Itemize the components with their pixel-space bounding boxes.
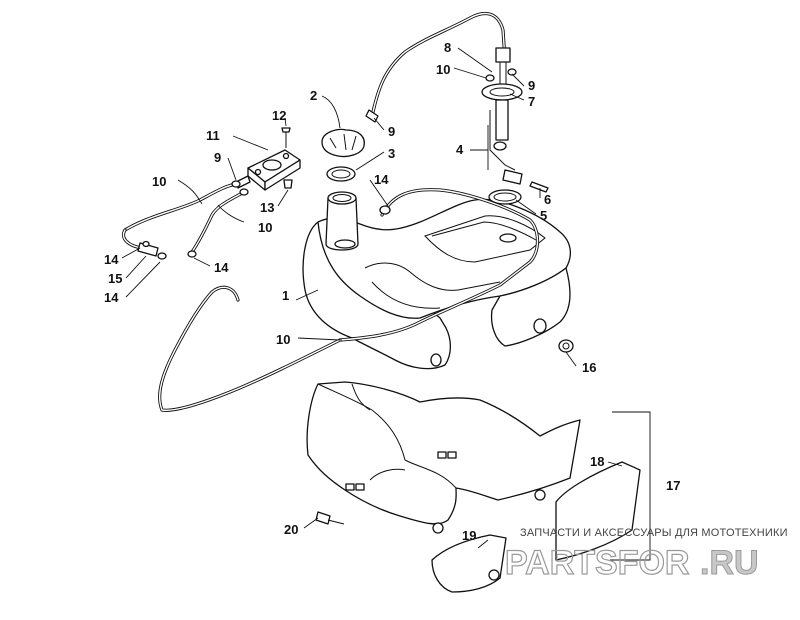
leader-lines — [121, 47, 623, 549]
watermark-logo-suffix: .RU — [700, 544, 759, 582]
grommet-16 — [558, 339, 574, 353]
vent-hose-upper — [371, 11, 507, 114]
callout-16: 16 — [582, 360, 596, 375]
screw-12 — [281, 127, 291, 148]
fuel-pump-assembly — [481, 47, 523, 185]
callout-13: 13 — [260, 200, 274, 215]
callout-4: 4 — [456, 142, 464, 157]
tank-shield — [306, 381, 581, 534]
check-valve-15 — [137, 240, 167, 260]
watermark-logo: PARTSFOR — [505, 544, 689, 582]
drain-hose — [158, 285, 342, 412]
callout-17: 17 — [666, 478, 680, 493]
callout-2: 2 — [310, 88, 317, 103]
watermark-tagline: ЗАПЧАСТИ И АКСЕССУАРЫ ДЛЯ МОТОТЕХНИКИ — [520, 527, 788, 539]
callout-14-left-b: 14 — [104, 290, 119, 305]
callout-12: 12 — [272, 108, 286, 123]
fuel-tank — [302, 191, 571, 370]
pump-gasket-5 — [488, 189, 522, 205]
cap-gasket — [326, 166, 356, 182]
callout-9-pump: 9 — [528, 78, 535, 93]
callout-10-valve: 10 — [258, 220, 272, 235]
callout-1: 1 — [282, 288, 289, 303]
callout-10-left: 10 — [152, 174, 166, 189]
callout-10-top: 10 — [436, 62, 450, 77]
side-panel-19 — [431, 534, 507, 593]
callout-20: 20 — [284, 522, 298, 537]
bolt-20 — [315, 511, 345, 525]
bracket-17 — [610, 411, 651, 561]
vent-line-tank — [338, 188, 540, 342]
callout-15: 15 — [108, 271, 122, 286]
valve-assembly — [235, 149, 301, 191]
callout-14-left-a: 14 — [104, 252, 119, 267]
callout-14-hose: 14 — [214, 260, 229, 275]
watermark: ЗАПЧАСТИ И АКСЕССУАРЫ ДЛЯ МОТОТЕХНИКИ PA… — [504, 527, 788, 583]
callout-11: 11 — [206, 128, 220, 143]
clamp-9-left — [231, 180, 249, 196]
callout-3: 3 — [388, 146, 395, 161]
screw-13 — [283, 179, 293, 189]
callout-8: 8 — [444, 40, 451, 55]
callout-9-hose: 9 — [388, 124, 395, 139]
callout-7: 7 — [528, 94, 535, 109]
callout-10-tank: 10 — [276, 332, 290, 347]
side-panel-18 — [555, 461, 641, 561]
callout-9-valve: 9 — [214, 150, 221, 165]
callout-18: 18 — [590, 454, 604, 469]
fuel-cap — [321, 128, 365, 158]
clamp-14-lower — [187, 250, 197, 258]
pump-screw-6 — [529, 181, 549, 193]
callout-14-tank: 14 — [374, 172, 389, 187]
callout-5: 5 — [540, 208, 547, 223]
callout-6: 6 — [544, 192, 551, 207]
left-hoses — [121, 182, 246, 254]
callout-labels: 1 2 3 4 5 6 7 8 9 9 9 10 10 10 10 11 12 … — [104, 40, 680, 543]
callout-19: 19 — [462, 528, 476, 543]
